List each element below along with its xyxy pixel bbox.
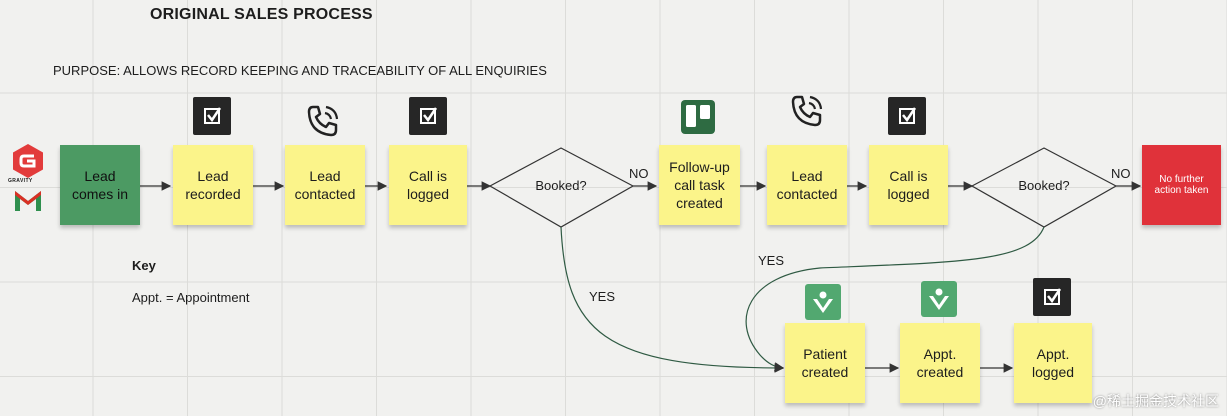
edge-label-no-2: NO <box>1111 166 1131 181</box>
practice-app-icon <box>805 284 841 320</box>
edge-label-yes-1: YES <box>589 289 616 304</box>
gravity-brand-text: GRAVITY <box>8 178 33 184</box>
node-lead-comes-in: Lead comes in <box>60 145 140 225</box>
diagram-title: ORIGINAL SALES PROCESS <box>150 6 373 23</box>
key-entry: Appt. = Appointment <box>132 290 250 305</box>
node-no-further-action: No further action taken <box>1142 145 1221 225</box>
node-lead-recorded: Lead recorded <box>173 145 253 225</box>
purpose-text: PURPOSE: ALLOWS RECORD KEEPING AND TRACE… <box>53 63 547 78</box>
checkbox-app-icon <box>409 97 447 135</box>
yes-connector-1 <box>560 226 785 373</box>
node-follow-up-call-task: Follow-up call task created <box>659 145 740 225</box>
node-patient-created: Patient created <box>785 323 865 403</box>
decision-label-1: Booked? <box>535 178 587 193</box>
node-lead-contacted-1: Lead contacted <box>285 145 365 225</box>
node-call-logged-2: Call is logged <box>869 145 948 225</box>
node-call-logged-1: Call is logged <box>389 145 467 225</box>
gravity-forms-logo-icon <box>13 144 43 211</box>
yes-connector-2 <box>745 226 1045 372</box>
trello-icon <box>681 100 715 134</box>
phone-call-icon <box>307 105 339 137</box>
checkbox-app-icon <box>193 97 231 135</box>
phone-call-icon <box>791 95 823 127</box>
edge-label-no-1: NO <box>629 166 649 181</box>
decision-label-2: Booked? <box>1018 178 1070 193</box>
watermark: @稀土掘金技术社区 <box>1092 393 1219 409</box>
node-lead-contacted-2: Lead contacted <box>767 145 847 225</box>
checkbox-app-icon <box>888 97 926 135</box>
practice-app-icon <box>921 281 957 317</box>
node-appt-created: Appt. created <box>900 323 980 403</box>
checkbox-app-icon <box>1033 278 1071 316</box>
edge-label-yes-2: YES <box>758 253 785 268</box>
node-appt-logged: Appt. logged <box>1014 323 1092 403</box>
key-heading: Key <box>132 258 156 273</box>
